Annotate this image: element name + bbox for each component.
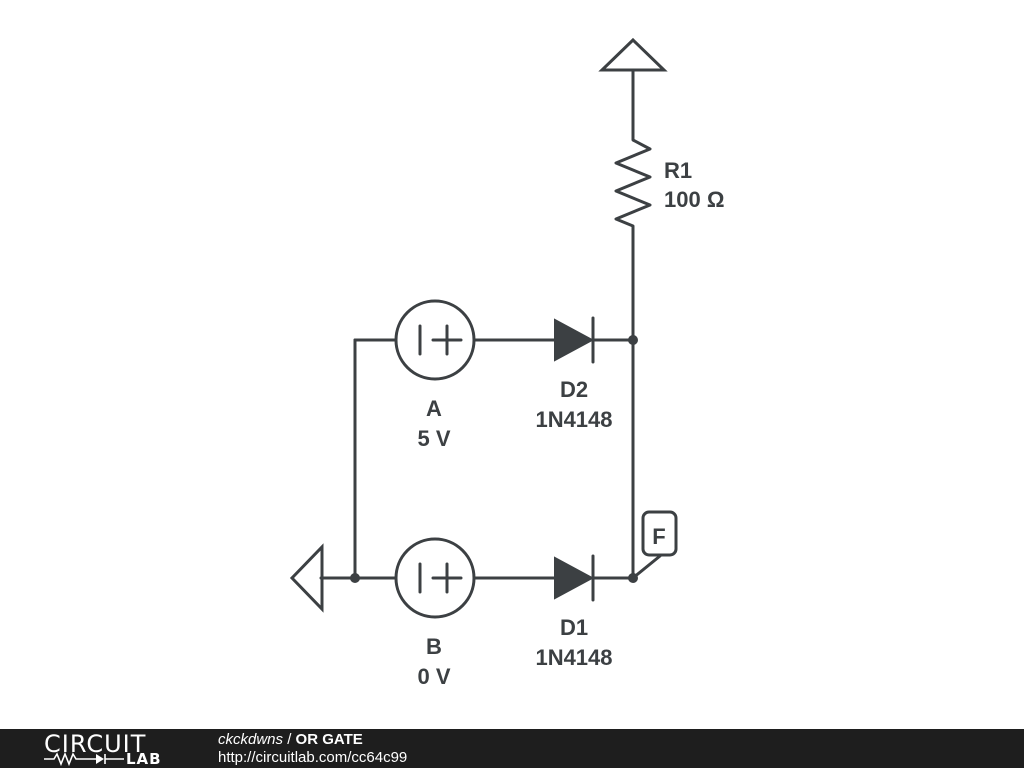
junction-dot-top [628,335,638,345]
diode-d2[interactable] [554,316,595,364]
vcc-supply-symbol [598,37,668,136]
diode-d1[interactable] [554,554,595,602]
footer-bar: CIRCUIT LAB ckckdwns / OR GATE http://ci… [0,729,1024,768]
footer-author-title: ckckdwns / OR GATE [218,731,363,749]
d2-ref-label: D2 [560,377,588,402]
source-b-name-label: B [426,634,442,659]
source-a-voltage-label: 5 V [417,426,450,451]
junction-dot-ground [350,573,360,583]
voltage-source-b[interactable] [394,537,476,619]
probe-f-label: F [652,524,665,549]
resistor-diode-icon [44,751,124,767]
brand-logo-lab: LAB [126,750,162,768]
source-b-voltage-label: 0 V [417,664,450,689]
ground-symbol [289,543,324,613]
resistor-r1[interactable] [614,132,652,232]
circuit-schematic: R1 100 Ω A 5 V B 0 V D2 1N4148 D1 1N4148 [289,37,724,689]
probe-f[interactable]: F [631,510,678,580]
d2-part-label: 1N4148 [535,407,612,432]
r1-value-label: 100 Ω [664,187,724,212]
brand-logo-bottom: LAB [44,751,176,767]
author-link[interactable]: ckckdwns [218,731,284,748]
circuit-url-link[interactable]: http://circuitlab.com/cc64c99 [218,749,408,766]
brand-logo-text: CIRCUIT [44,730,147,758]
r1-ref-label: R1 [664,158,692,183]
footer-separator: / [283,731,296,748]
d1-ref-label: D1 [560,615,588,640]
d1-part-label: 1N4148 [535,645,612,670]
voltage-source-a[interactable] [394,299,476,381]
circuit-title: OR GATE [295,731,363,748]
source-a-name-label: A [426,396,442,421]
